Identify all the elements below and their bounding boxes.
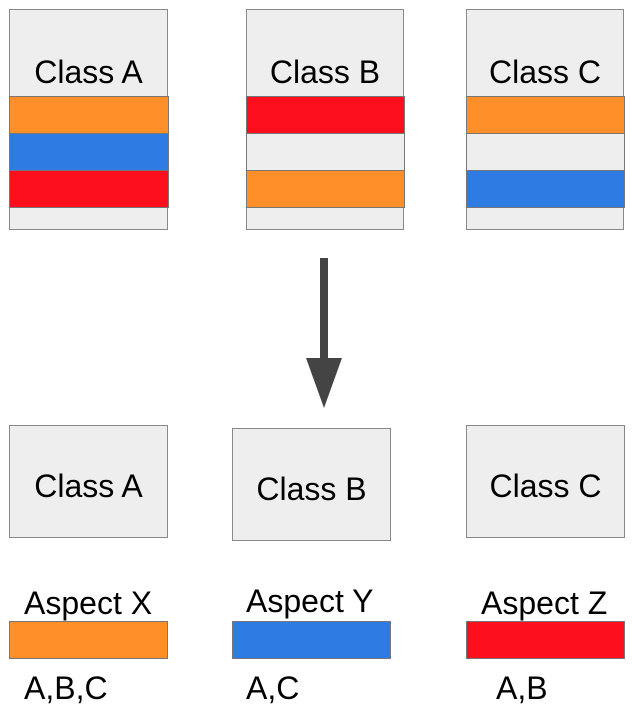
top-class-b-label: Class B — [269, 54, 381, 90]
top-class-c-label: Class C — [488, 54, 601, 90]
top-class-b-stripe-3 — [245, 170, 405, 208]
top-class-c-stripe-2 — [465, 133, 625, 171]
aspect-z-label: Aspect Z — [481, 585, 608, 621]
bottom-class-a-box: Class A — [9, 425, 168, 538]
top-class-c-stripe-1 — [465, 96, 625, 134]
top-class-c-stripe-3 — [465, 170, 625, 208]
aspect-x-bar — [9, 621, 168, 659]
bottom-class-a-label: Class A — [34, 468, 143, 504]
bottom-class-c-box: Class C — [466, 425, 625, 538]
aspect-z-classes: A,B — [496, 670, 548, 706]
aspect-y-classes: A,C — [246, 670, 300, 706]
aspect-y-bar — [232, 621, 391, 659]
top-class-a-box: Class A — [8, 9, 169, 230]
top-class-b-stripe-1 — [245, 96, 405, 134]
top-class-b-stripe-2 — [245, 133, 405, 171]
top-class-a-stripe-1 — [8, 96, 169, 134]
arrow-head — [306, 358, 342, 408]
bottom-class-b-box: Class B — [232, 428, 391, 541]
top-class-a-label: Class A — [34, 54, 143, 90]
top-class-c-box: Class C — [465, 9, 625, 230]
aspect-z-bar — [466, 621, 625, 659]
top-class-b-box: Class B — [245, 9, 405, 230]
arrow-shaft — [320, 258, 328, 362]
down-arrow-icon — [306, 258, 342, 408]
top-class-a-stripe-3 — [8, 170, 169, 208]
top-class-a-stripe-2 — [8, 133, 169, 171]
aspect-y-label: Aspect Y — [246, 583, 374, 619]
bottom-class-c-label: Class C — [489, 468, 602, 504]
aspect-x-label: Aspect X — [24, 585, 153, 621]
bottom-class-b-label: Class B — [256, 471, 367, 507]
aspect-x-classes: A,B,C — [24, 670, 108, 706]
